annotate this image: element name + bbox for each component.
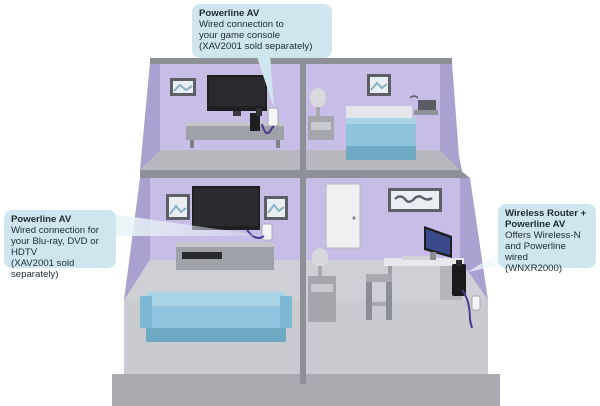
powerline-adapter-upstairs-icon [267, 107, 279, 127]
ethernet-cable-living [246, 229, 265, 239]
callout-game-console: Powerline AV Wired connection to your ga… [192, 4, 332, 58]
living-picture-right-icon [264, 196, 288, 220]
hdtv-icon [192, 186, 260, 230]
callout-title: Powerline AV [199, 8, 260, 19]
game-console-icon [250, 108, 262, 131]
laptop-icon [409, 95, 438, 115]
wall-picture-icon [170, 78, 196, 96]
callout-line: your Blu-ray, DVD or HDTV [11, 236, 99, 258]
entertainment-center [176, 242, 274, 270]
nightstand-icon [308, 116, 334, 140]
powerline-adapter-living-icon [261, 223, 273, 241]
tv-upstairs-icon [207, 75, 267, 116]
upstairs-game-room [140, 62, 300, 170]
bedroom-picture-icon [367, 74, 391, 96]
office-room [306, 178, 488, 329]
callout-line: and Powerline wired [505, 241, 566, 263]
living-room [124, 178, 300, 342]
living-picture-left-icon [166, 194, 190, 220]
callout-line: Offers Wireless-N [505, 230, 581, 241]
lamp-icon [310, 88, 326, 117]
door-icon [325, 183, 361, 249]
computer-monitor-icon [402, 226, 452, 260]
callout-line: (WNXR2000) [505, 263, 563, 274]
callout-title-line: Wireless Router + [505, 208, 587, 219]
interior-walls [140, 58, 470, 384]
callout-line: Wired connection to [199, 19, 284, 30]
callout-line: (XAV2001 sold separately) [11, 258, 75, 280]
world-map-icon [388, 188, 442, 212]
callout-title-line: Powerline AV [505, 219, 566, 230]
callout-line: Wired connection for [11, 225, 99, 236]
ethernet-cable-upstairs [261, 123, 275, 135]
callout-title: Powerline AV [11, 214, 72, 225]
callout-line: your game console [199, 30, 281, 41]
wireless-router-icon [452, 260, 466, 296]
callout-wireless-router: Wireless Router + Powerline AV Offers Wi… [498, 204, 596, 274]
upstairs-bedroom [306, 62, 460, 170]
callout-bluray-hdtv: Powerline AV Wired connection for your B… [4, 210, 116, 280]
ethernet-cable-office [461, 289, 473, 329]
couch-icon [140, 292, 292, 342]
powerline-adapter-office-icon [471, 295, 481, 311]
keyboard-icon [402, 256, 430, 260]
side-table-lamp-icon [308, 248, 336, 322]
callout-line: (XAV2001 sold separately) [199, 41, 313, 52]
bluray-player-icon [182, 252, 222, 259]
bed-icon [346, 106, 416, 160]
chair-icon [366, 274, 392, 320]
